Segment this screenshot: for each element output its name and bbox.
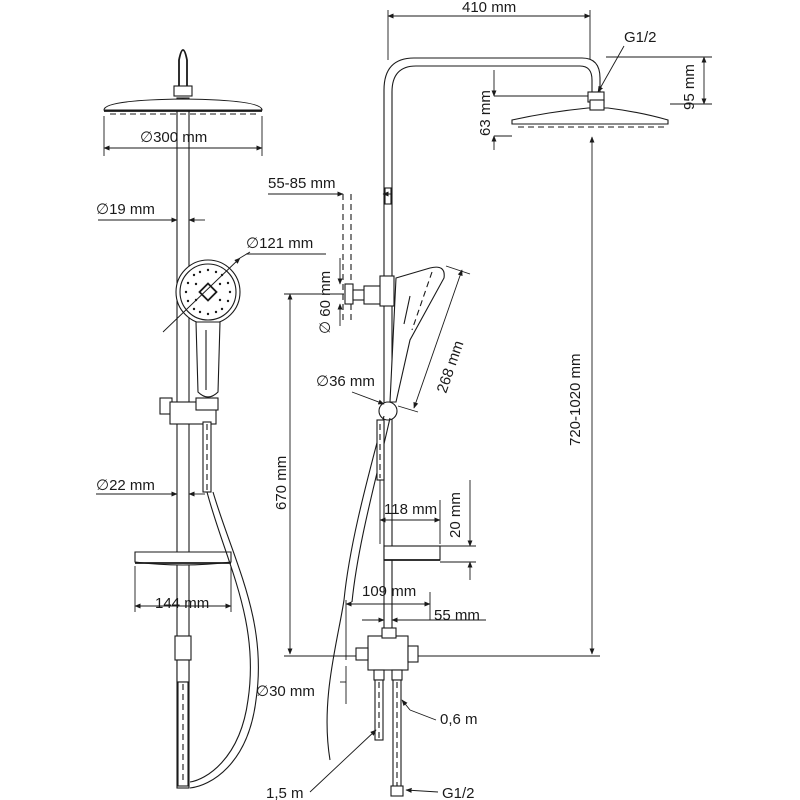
arm-reach-label: 410 mm [462,0,516,16]
head-height-label: 63 mm [477,90,494,136]
hose-long-label: 1,5 m [266,785,304,800]
holder-diameter-label: ∅ 60 mm [317,271,334,334]
thread-top-label: G1/2 [624,29,657,46]
thread-bottom-label: G1/2 [442,785,475,800]
shelf-height-label: 20 mm [447,492,464,538]
side-head-shower [511,107,669,125]
total-height-label: 720-1020 mm [567,353,584,446]
front-head-shower [103,98,263,115]
shelf-depth-label: 118 mm [384,501,437,518]
slider-offset-label: 55-85 mm [268,175,336,192]
outlet-height-label: 670 mm [273,456,290,510]
mixer-offset-label: 55 mm [434,607,480,624]
rail-diameter-label: ∅19 mm [96,201,155,218]
front-slider [159,397,219,425]
front-view: ∅300 mm ∅19 mm ∅121 mm [96,49,326,789]
side-view: 410 mm G1/2 95 mm 63 mm 720-1020 mm 55-8… [256,0,712,800]
diverter-diameter-label: ∅36 mm [316,373,375,390]
mixer-width-label: 109 mm [362,583,416,600]
hose-short-label: 0,6 m [440,711,478,728]
head-diameter-label: ∅300 mm [140,129,207,146]
side-shelf [383,545,441,561]
head-drop-label: 95 mm [681,64,698,110]
pipe-diameter-label: ∅30 mm [256,683,315,700]
front-hand-shower [175,259,241,398]
side-mixer [355,627,419,681]
side-wall-holder [344,275,395,307]
front-top-stub [178,49,188,88]
side-supply-hoses [374,679,404,797]
front-shelf [134,551,232,566]
hand-shower-diameter-label: ∅121 mm [246,235,313,252]
shelf-width-label: 144 mm [155,595,209,612]
lower-rail-diameter-label: ∅22 mm [96,477,155,494]
side-diverter [378,401,398,421]
hand-shower-length-label: 268 mm [434,339,468,396]
